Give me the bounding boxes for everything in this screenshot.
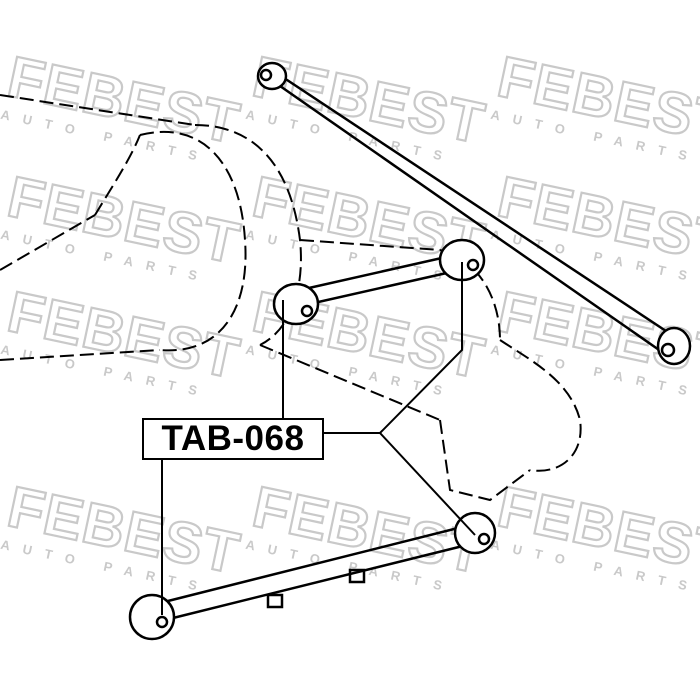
middle-arm [272, 238, 486, 326]
upper-long-arm [256, 61, 692, 366]
part-number-label: TAB-068 [142, 418, 324, 460]
leader-lines [161, 262, 476, 615]
